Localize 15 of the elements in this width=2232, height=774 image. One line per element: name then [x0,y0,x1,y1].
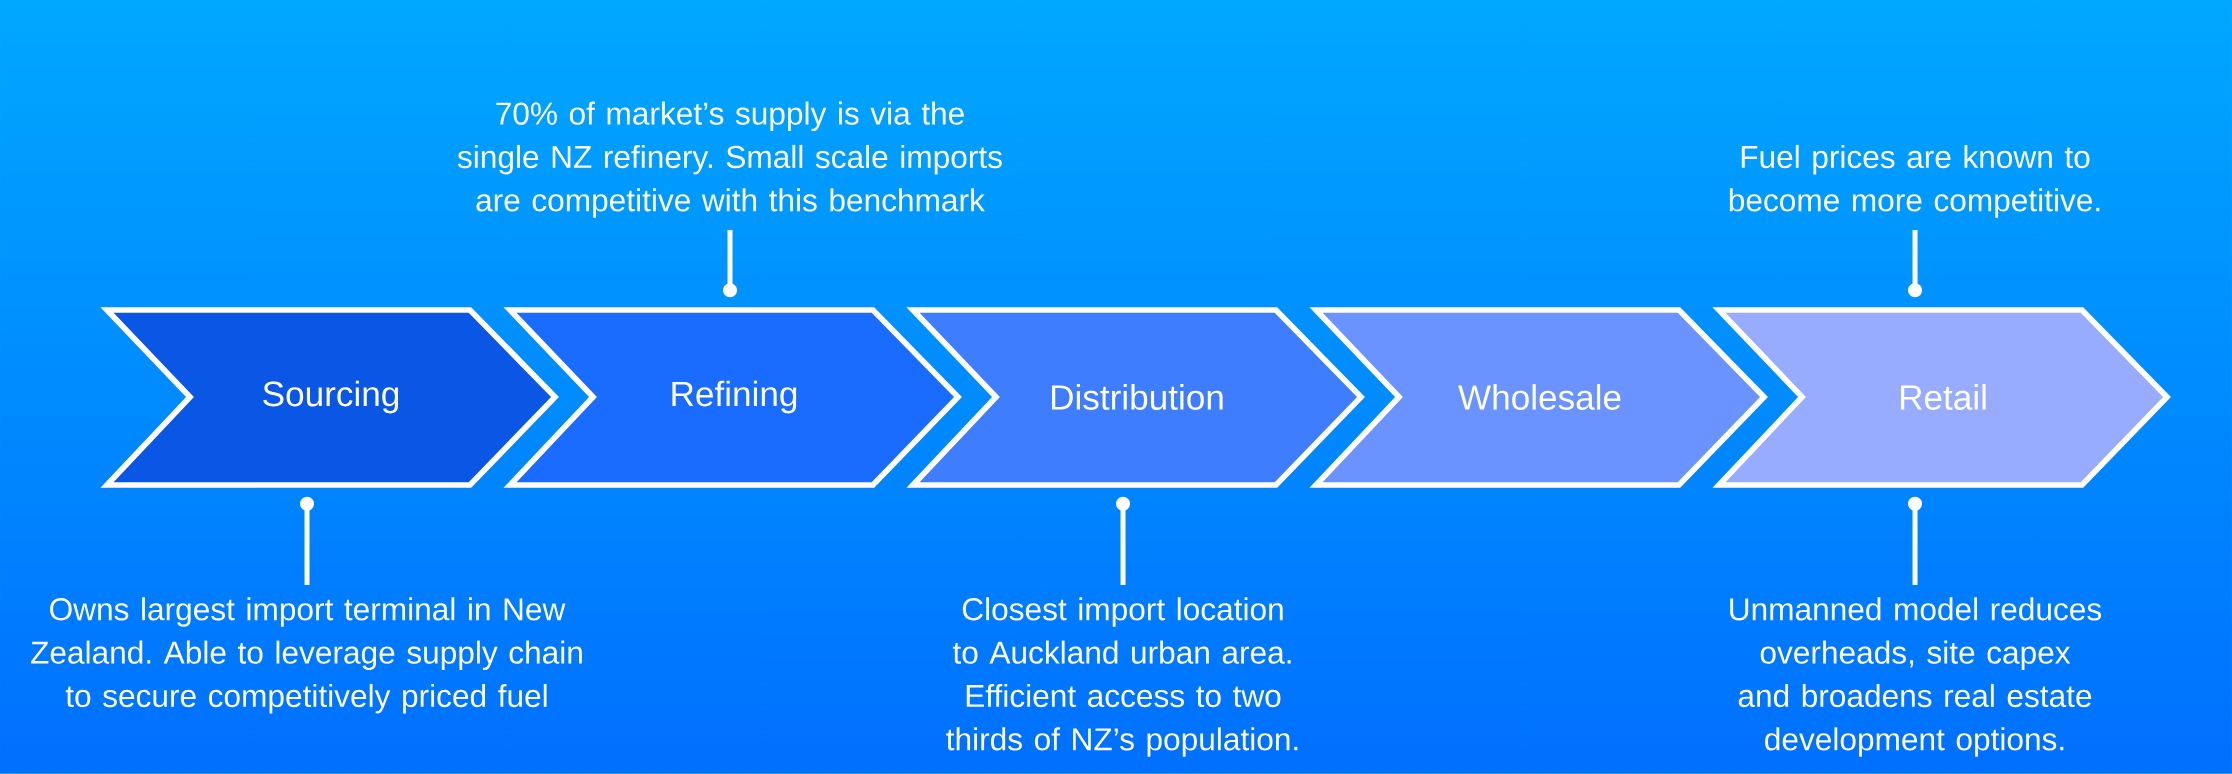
leader-line [723,230,737,298]
note-text: Closest import location to Auckland urban area. Efficient access to two thirds of NZ’s population. [946,597,1298,757]
note-text: Unmanned model reduces overheads, site capex and broadens real estate development options. [1730,597,2102,757]
chevron-step: Wholesale [1309,307,1768,488]
note-text: Owns largest import terminal in New Zealand. Able to leverage supply chain to secure competitively priced fuel [31,597,582,714]
leader-line [1116,496,1130,585]
chevron-step: Refining [503,307,962,488]
note-text: Fuel prices are known to become more competitive. [1729,144,2100,218]
chevron-step: Retail [1712,307,2171,488]
leader-line [1908,496,1922,585]
note-text: 70% of market’s supply is via the single NZ refinery. Small scale imports are competitive with this benchmark [457,101,1002,218]
leader-line [1908,230,1922,298]
leader-line [300,496,314,585]
chevron-step: Sourcing [100,307,559,488]
chevron-step: Distribution [906,307,1365,488]
